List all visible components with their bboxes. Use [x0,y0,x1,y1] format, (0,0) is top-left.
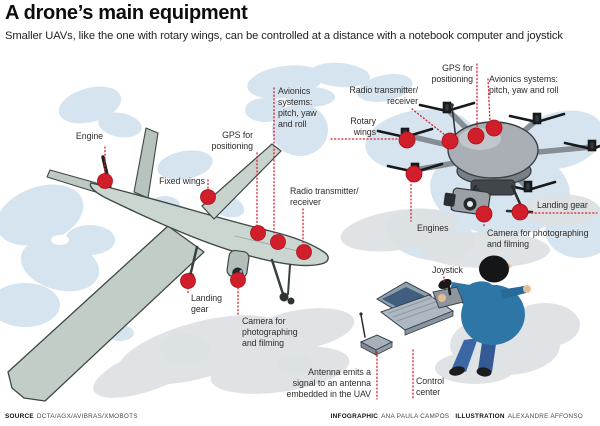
uav-front-landing-gear [270,258,295,305]
label-landing-gear-right: Landing gear [537,200,588,210]
source-value: DCTA/AGX/AVIBRAS/XMOBOTS [36,413,138,420]
label-antenna-note: Antenna emits a signal to an antenna emb… [286,367,372,399]
marker-avionics-right [485,119,503,137]
infographic-value: ANA PAULA CAMPOS [381,413,450,420]
fixed-wing-drone-illustration [7,127,329,402]
page-title: A drone’s main equipment [5,2,248,24]
label-control-center: Control center [416,376,445,397]
operator-leg [452,338,478,372]
leader-radio-right [411,108,446,136]
operator-hair [479,255,509,283]
operator-leg [478,342,496,372]
operator-hand [523,285,531,293]
marker-engines-right [405,165,423,183]
marker-avionics-left [270,234,286,250]
operator-illustration [432,255,531,377]
marker-rotary-wings [398,131,416,149]
marker-gps-right [467,127,485,145]
marker-radio-right [441,132,459,150]
label-landing-gear-left: Landing gear [191,293,222,314]
label-engine: Engine [75,131,103,141]
marker-camera-left [230,272,246,288]
label-fixed-wings: Fixed wings [159,176,205,186]
operator-shoe [476,367,492,377]
label-avionics-right: Avionics systems: pitch, yaw and roll [489,74,559,95]
label-camera-right: Camera for photographing and filming [487,228,589,249]
label-radio-right: Radio transmitter/ receiver [349,85,418,106]
illustration-value: ALEXANDRE AFFONSO [507,413,583,420]
label-gps-right: GPS for positioning [431,63,473,84]
infographic-label: INFOGRAPHIC [330,413,379,420]
leader-lines [104,63,598,400]
antenna-tip [450,103,454,107]
label-camera-left: Camera for photographing and filming [242,316,298,348]
marker-gps-left [250,225,266,241]
marker-fixed-wings [200,189,216,205]
marker-radio-left [296,244,312,260]
uav-panel-line [234,235,303,253]
hexacopter-antenna [451,105,457,141]
cloud-shadows [93,194,600,398]
marker-landing-left [180,273,196,289]
uav-tail-fin [133,127,159,199]
operator-shoe [449,366,465,376]
control-center-illustration [359,255,531,377]
marker-engine [97,173,113,189]
label-engines-right: Engines [417,223,449,233]
marker-camera-right [475,205,493,223]
component-markers [97,119,529,289]
leader-avionics-right [487,78,491,123]
label-avionics-left: Avionics systems: pitch, yaw and roll [278,86,317,129]
uav-right-wing [201,143,282,220]
illustration-label: ILLUSTRATION [455,413,505,420]
uav-fuselage [89,182,329,267]
source-label: SOURCE [5,413,34,420]
label-gps-left: GPS for positioning [211,130,253,151]
label-rotary-wings: Rotary wings [350,116,376,137]
antenna-router-illustration [359,312,394,356]
label-joystick: Joystick [432,265,463,275]
page-subtitle: Smaller UAVs, like the one with rotary w… [5,30,563,42]
label-radio-left: Radio transmitter/ receiver [290,186,359,207]
joystick-illustration [432,278,464,309]
laptop-illustration [376,281,455,336]
operator-arm [450,282,470,297]
operator-arm [500,286,526,299]
marker-landing-right [511,203,529,221]
uav-left-wing [7,225,205,402]
